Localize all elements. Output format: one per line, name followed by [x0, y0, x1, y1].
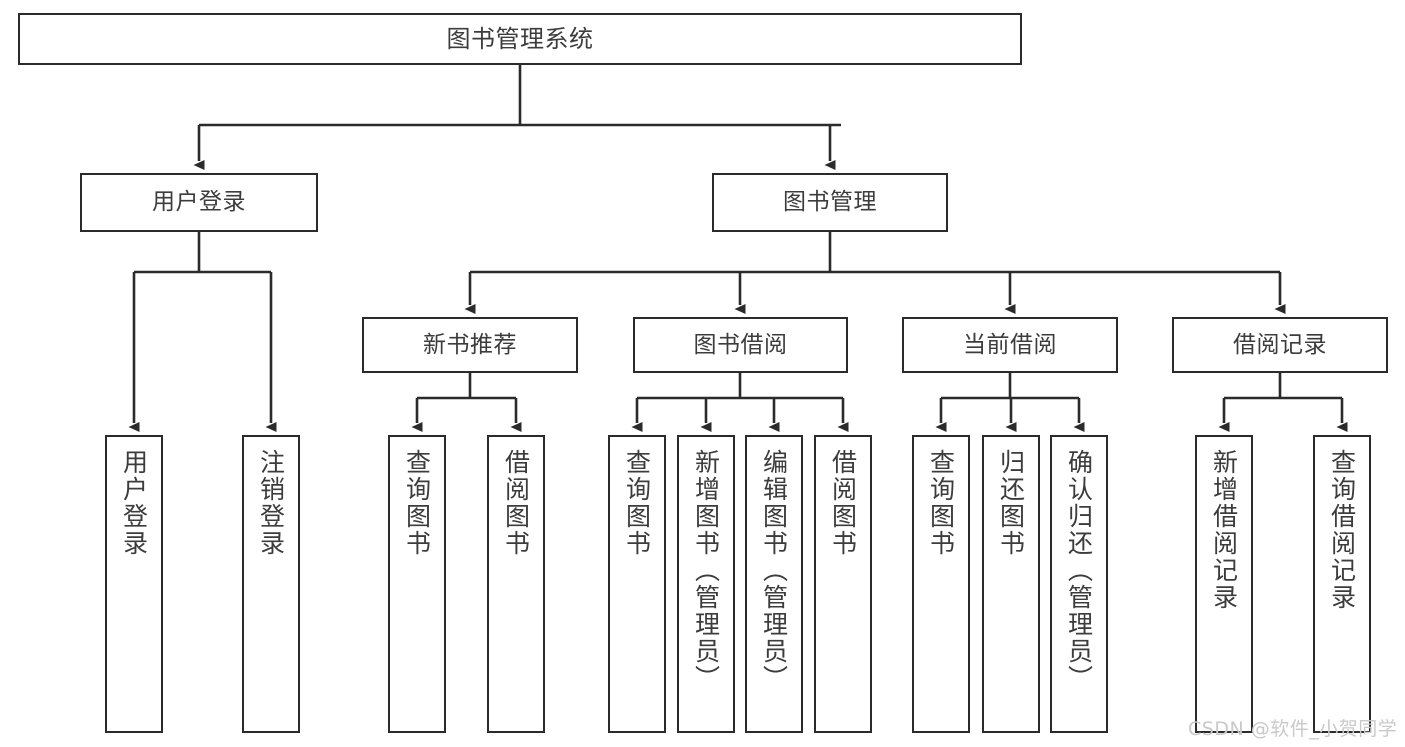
node-leaf-logout[interactable]: 注销登录: [242, 435, 300, 733]
node-borrow-record-label: 借阅记录: [1233, 331, 1327, 358]
node-borrow-record[interactable]: 借阅记录: [1172, 317, 1388, 373]
node-leaf-confirm-return[interactable]: 确认归还（管理员）: [1050, 435, 1108, 733]
node-leaf-query-book-3[interactable]: 查询图书: [912, 435, 970, 733]
node-leaf-add-book[interactable]: 新增图书（管理员）: [677, 435, 735, 733]
node-leaf-add-book-label: 新增图书（管理员）: [691, 449, 721, 692]
node-leaf-query-book-2[interactable]: 查询图书: [608, 435, 666, 733]
node-book-manage-label: 图书管理: [783, 189, 877, 215]
node-leaf-borrow-book-2-label: 借阅图书: [828, 449, 858, 557]
node-user-login-label: 用户登录: [152, 189, 246, 215]
node-leaf-borrow-book-1-label: 借阅图书: [501, 449, 531, 557]
node-new-book-recommend[interactable]: 新书推荐: [362, 317, 578, 373]
node-book-manage[interactable]: 图书管理: [712, 173, 948, 232]
node-leaf-edit-book-label: 编辑图书（管理员）: [759, 449, 789, 692]
node-leaf-return-book-label: 归还图书: [996, 449, 1026, 557]
node-new-book-recommend-label: 新书推荐: [423, 331, 517, 358]
node-leaf-edit-book[interactable]: 编辑图书（管理员）: [745, 435, 803, 733]
node-leaf-return-book[interactable]: 归还图书: [982, 435, 1040, 733]
node-leaf-query-book-1-label: 查询图书: [402, 449, 432, 557]
csdn-watermark: CSDN @软件_小贺同学: [1188, 718, 1398, 740]
node-leaf-borrow-book-2[interactable]: 借阅图书: [814, 435, 872, 733]
node-leaf-query-book-3-label: 查询图书: [926, 449, 956, 557]
node-leaf-user-login-label: 用户登录: [119, 449, 149, 557]
node-book-borrow[interactable]: 图书借阅: [633, 317, 848, 373]
node-leaf-query-record-label: 查询借阅记录: [1327, 449, 1357, 611]
node-leaf-borrow-book-1[interactable]: 借阅图书: [487, 435, 545, 733]
node-root-label: 图书管理系统: [446, 25, 594, 53]
node-leaf-logout-label: 注销登录: [256, 449, 286, 557]
node-current-borrow-label: 当前借阅: [963, 331, 1057, 358]
node-user-login[interactable]: 用户登录: [80, 173, 318, 232]
node-leaf-user-login[interactable]: 用户登录: [105, 435, 163, 733]
node-current-borrow[interactable]: 当前借阅: [902, 317, 1118, 373]
node-leaf-add-record-label: 新增借阅记录: [1209, 449, 1239, 611]
node-root[interactable]: 图书管理系统: [18, 13, 1022, 65]
node-leaf-query-record[interactable]: 查询借阅记录: [1313, 435, 1371, 733]
node-book-borrow-label: 图书借阅: [693, 331, 788, 358]
node-leaf-query-book-2-label: 查询图书: [622, 449, 652, 557]
node-leaf-query-book-1[interactable]: 查询图书: [388, 435, 446, 733]
node-leaf-confirm-return-label: 确认归还（管理员）: [1064, 449, 1094, 692]
node-leaf-add-record[interactable]: 新增借阅记录: [1195, 435, 1253, 733]
